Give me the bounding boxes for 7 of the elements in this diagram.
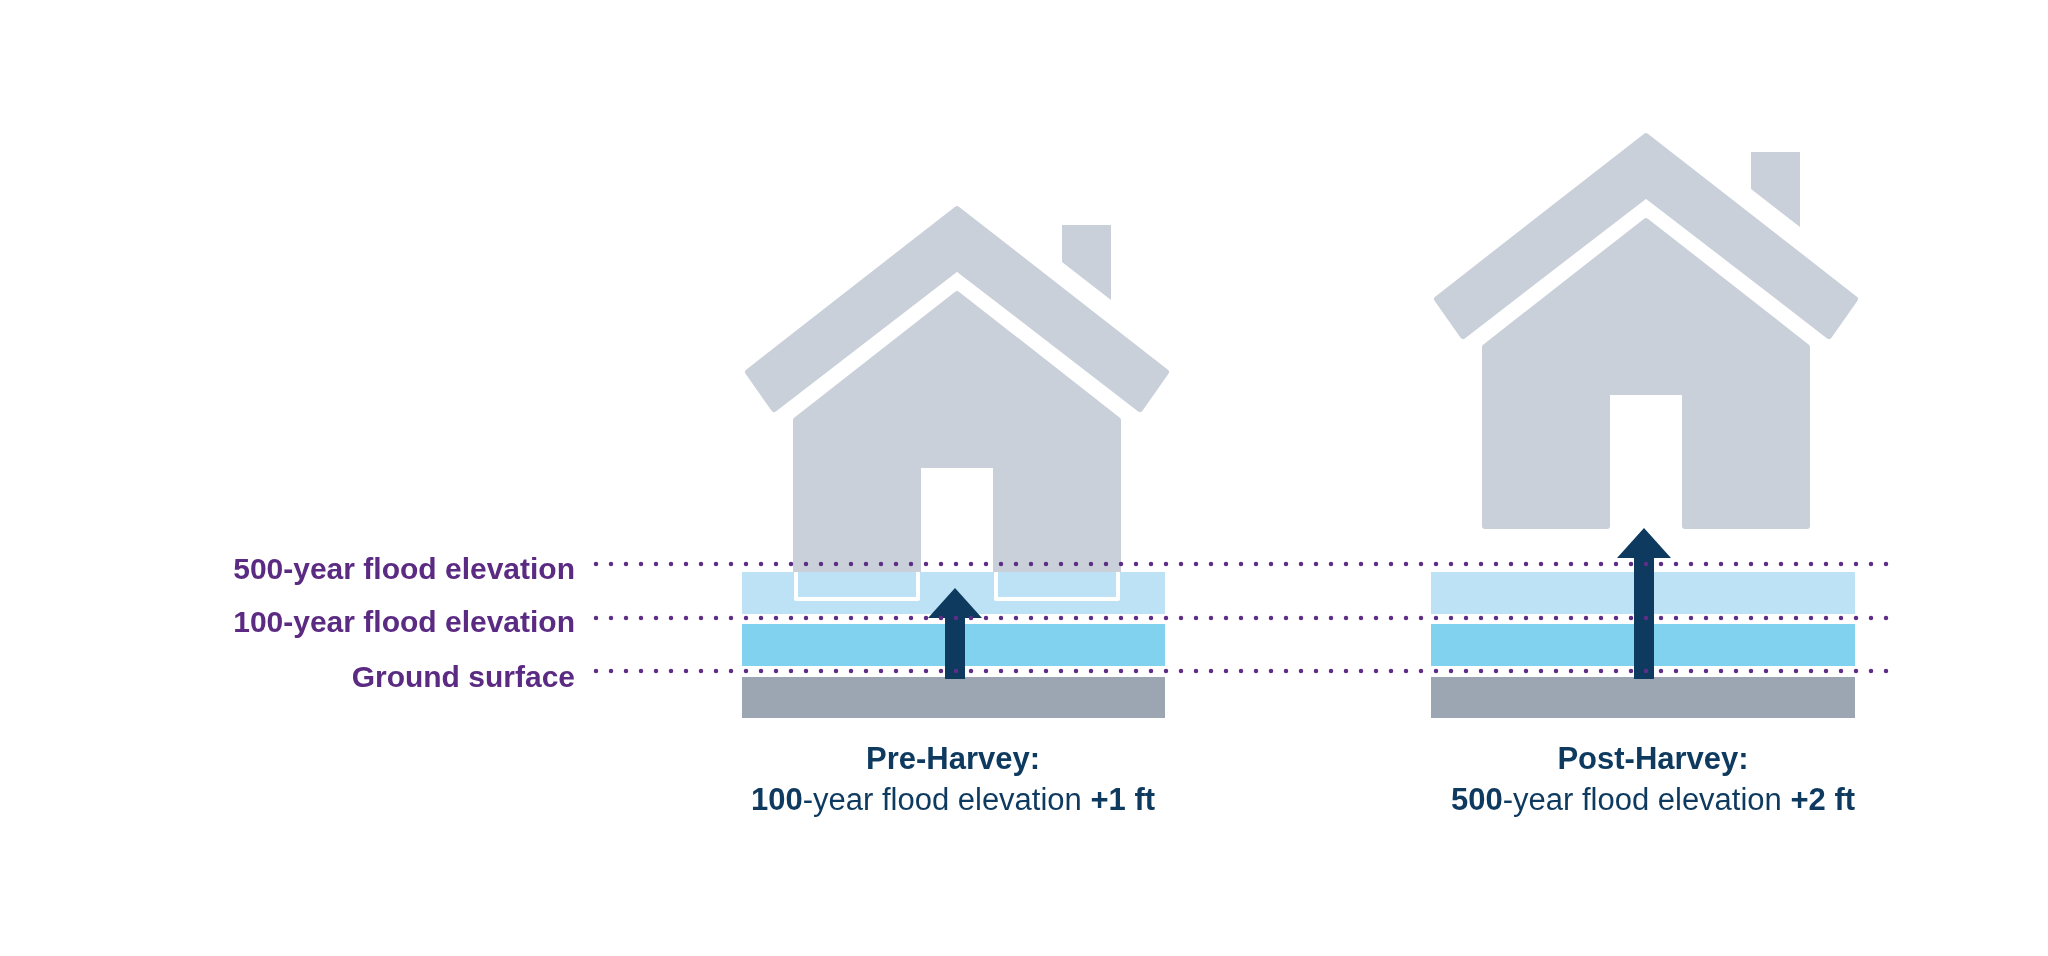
level-label: 500-year flood elevation: [233, 551, 575, 587]
level-label: 100-year flood elevation: [233, 604, 575, 640]
caption-text: 500-year flood elevation +2 ft: [1450, 781, 1856, 819]
caption-text: 100-year flood elevation +1 ft: [750, 781, 1156, 819]
level-label: Ground surface: [351, 659, 575, 695]
caption-heading: Pre-Harvey:: [866, 740, 1040, 778]
caption-heading: Post-Harvey:: [1557, 740, 1749, 778]
